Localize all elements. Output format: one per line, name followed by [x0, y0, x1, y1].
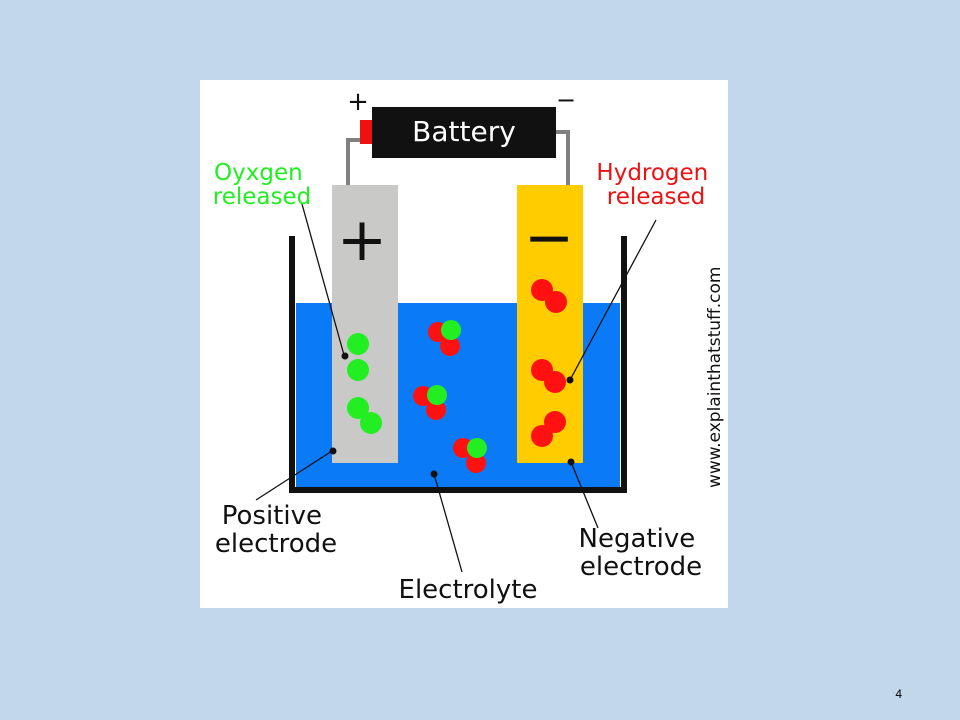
hydrogen-atom [544, 411, 566, 433]
battery-body [372, 107, 556, 158]
negative-electrode-label: Negative electrode [579, 524, 704, 582]
oxygen-label: Oyxgen released [213, 160, 311, 210]
hydrogen-leader-dot [566, 376, 574, 384]
electrolysis-svg: Battery + − + − [213, 86, 725, 605]
positive-electrode-label: Positive electrode [215, 501, 337, 559]
positive-electrode-label-line2: electrode [215, 529, 337, 559]
hydrogen-atom [466, 453, 486, 473]
water-molecule [413, 385, 447, 420]
positive-wire [346, 138, 360, 186]
oxygen-bubbles [347, 333, 382, 434]
battery-terminal [360, 120, 374, 144]
oxygen-atom [347, 397, 369, 419]
hydrogen-atom [544, 371, 566, 393]
hydrogen-atom [426, 400, 446, 420]
hydrogen-label-line1: Hydrogen [596, 160, 708, 186]
oxygen-atom [347, 359, 369, 381]
website-credit: www.explainthatstuff.com [705, 267, 725, 488]
negative-wire [556, 130, 570, 186]
hydrogen-leader-line [569, 219, 657, 381]
oxygen-atom [360, 412, 382, 434]
battery-minus-sign: − [556, 86, 576, 114]
hydrogen-atom [531, 425, 553, 447]
negative-electrode-sign: − [524, 203, 574, 273]
oxygen-leader-line [301, 203, 345, 356]
slide-number: 4 [895, 687, 902, 701]
container [289, 236, 627, 493]
oxygen-atom [467, 438, 487, 458]
negative-leader-line [570, 461, 599, 529]
battery-label: Battery [412, 115, 516, 148]
water-molecule [428, 320, 461, 356]
electrolysis-diagram: Battery + − + − [200, 80, 728, 608]
positive-leader-dot [329, 447, 337, 455]
oxygen-atom [347, 333, 369, 355]
oxygen-label-line1: Oyxgen [214, 160, 303, 186]
hydrogen-atom [453, 438, 473, 458]
hydrogen-atom [440, 336, 460, 356]
negative-electrode-label-line2: electrode [580, 552, 702, 582]
leader-lines [255, 203, 657, 573]
oxygen-atom [441, 320, 461, 340]
electrolyte-label: Electrolyte [399, 575, 538, 605]
hydrogen-atom [545, 291, 567, 313]
positive-leader-line [255, 450, 333, 501]
negative-electrode-label-line1: Negative [579, 524, 696, 554]
hydrogen-label: Hydrogen released [596, 160, 715, 210]
oxygen-atom [427, 385, 447, 405]
leader-dots [329, 352, 575, 478]
water-molecule [453, 438, 487, 473]
battery-plus-sign: + [347, 87, 369, 117]
electrolyte-leader-line [433, 473, 463, 573]
hydrogen-label-line2: released [607, 184, 705, 210]
positive-electrode-label-line1: Positive [222, 501, 322, 531]
negative-leader-dot [567, 458, 575, 466]
positive-electrode-sign: + [337, 205, 387, 275]
hydrogen-bubbles [531, 279, 567, 447]
oxygen-label-line2: released [213, 184, 311, 210]
electrolyte-leader-dot [430, 470, 438, 478]
oxygen-leader-dot [341, 352, 349, 360]
